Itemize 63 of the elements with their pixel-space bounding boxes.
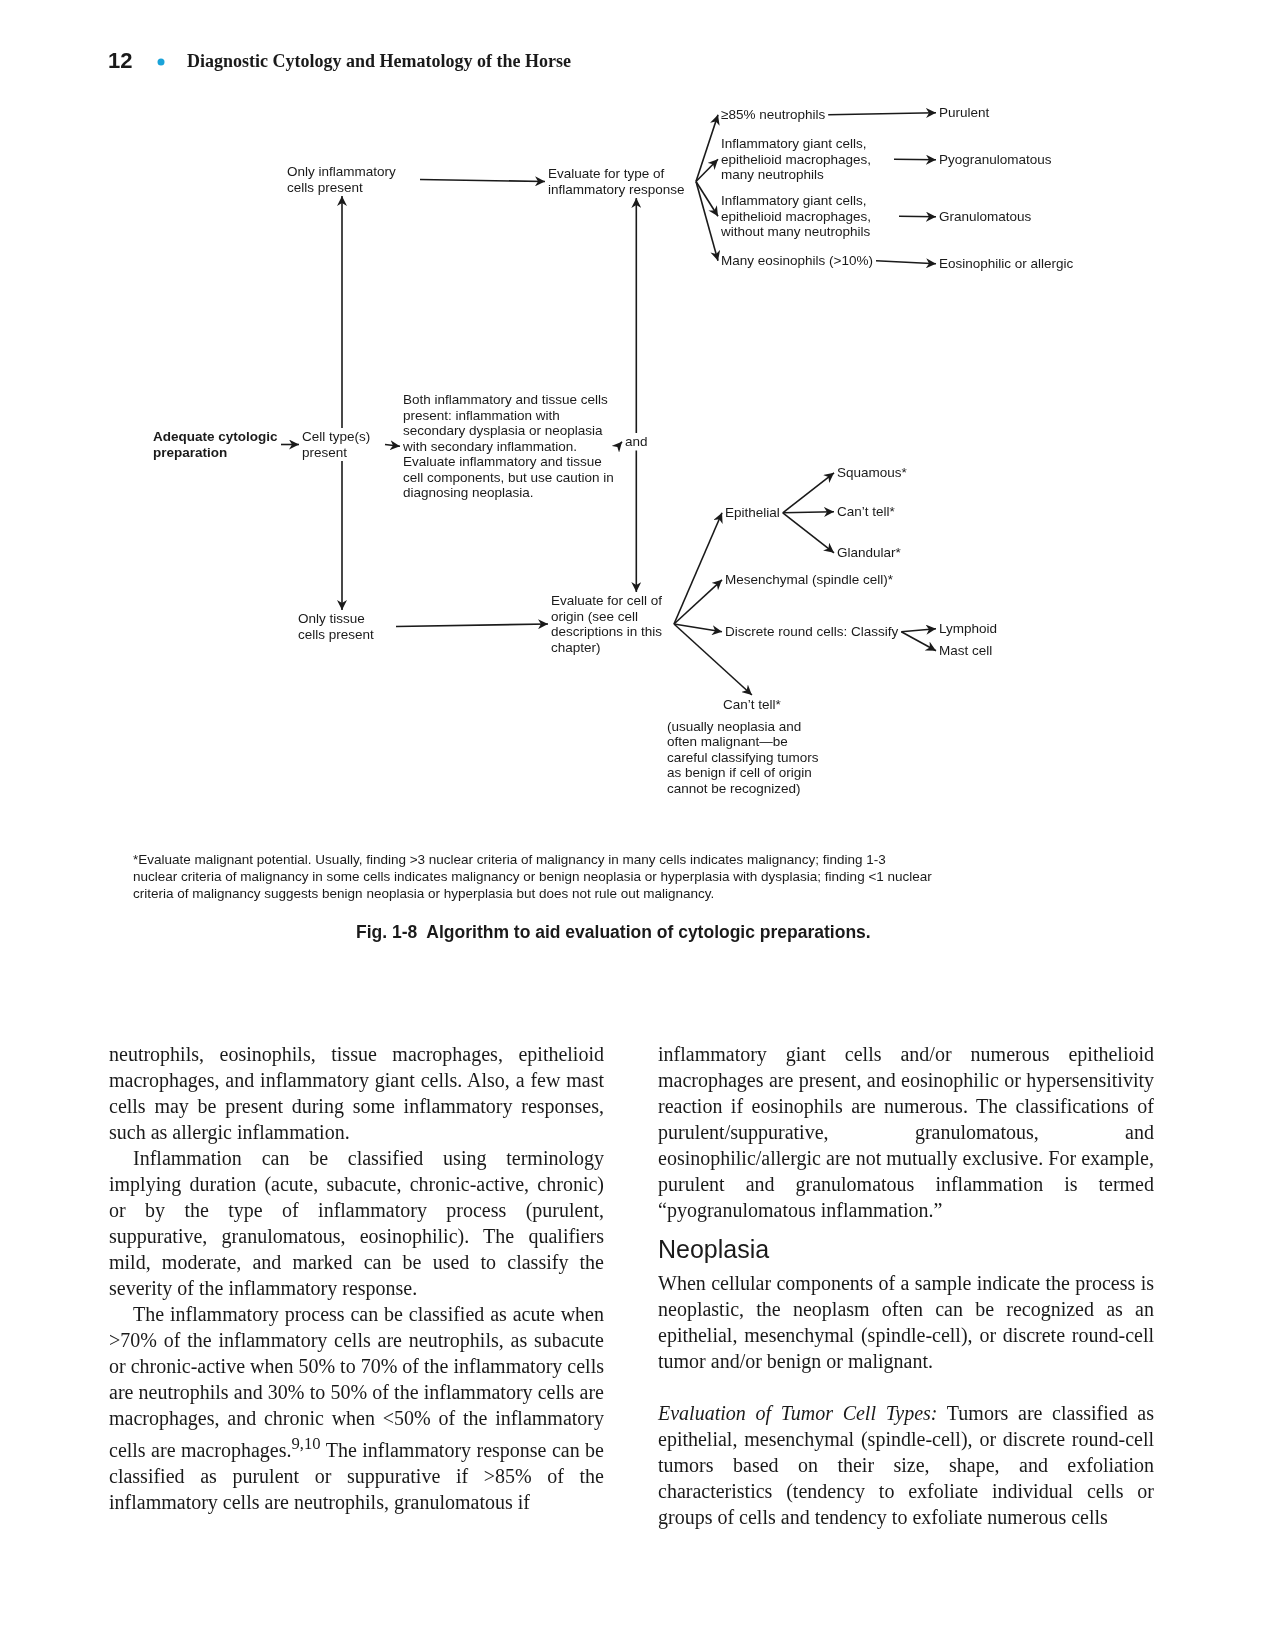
flow-text: Pyogranulomatous	[936, 151, 1055, 169]
flow-text: Cell type(s) present	[299, 428, 385, 461]
arrow	[395, 619, 549, 630]
flow-text: Epithelial	[722, 504, 783, 522]
flow-text: Inflammatory giant cells, epithelioid macrophages, many neutrophils	[718, 135, 894, 184]
flow-text: Can’t tell*	[722, 696, 782, 714]
body-paragraph: The inflammatory process can be classified as acute when >70% of the inflammatory cells are neutrophils, as subacute or chronic-active when 50% to 70% of the inflammatory cells are neutrophils and 30% to 50% of the inflammatory cells are macrophages, and chronic when <50% of the inflammatory cells are macrophages.$^{9,10}$ The inflammatory response can be classified as purulent or suppurative if >85% of the inflammatory cells are neutrophils, granulomatous if	[109, 1302, 604, 1515]
flow-text: Granulomatous	[936, 208, 1035, 226]
arrow	[280, 439, 300, 450]
arrow	[695, 180, 721, 262]
footnote: *Evaluate malignant potential. Usually, finding >3 nuclear criteria of malignancy in many cells indicates malignancy; finding 1-3 nuclear criteria of malignancy in some cells indicates malignancy or benign neoplasia or hyperplasia with dysplasia; finding <1 nuclear criteria of malignancy suggests benign neoplasia or hyperplasia but does not rule out malignancy.	[133, 851, 933, 902]
arrow	[695, 114, 720, 183]
flow-text: Only inflammatory cells present	[284, 163, 420, 196]
flow-text: Purulent	[936, 104, 993, 122]
arrow	[673, 512, 723, 625]
arrow	[898, 211, 937, 222]
arrow	[893, 154, 937, 165]
flow-text: Adequate cytologic preparation	[150, 428, 281, 461]
arrow	[673, 579, 723, 625]
flow-text: Discrete round cells: Classify	[722, 623, 902, 641]
arrow	[782, 507, 835, 517]
arrow	[337, 195, 347, 429]
arrow	[900, 624, 937, 635]
running-head: Diagnostic Cytology and Hematology of the Horse	[187, 51, 571, 72]
flow-text: Lymphoid	[936, 620, 1001, 638]
arrow	[827, 108, 937, 118]
flow-text: and	[622, 433, 651, 451]
arrow	[611, 441, 623, 453]
flow-text: Can’t tell*	[834, 503, 898, 521]
arrow	[337, 460, 347, 611]
arrow	[631, 197, 642, 434]
flow-text: Eosinophilic or allergic	[936, 255, 1077, 273]
arrow	[673, 623, 723, 636]
body-paragraph: When cellular components of a sample indicate the process is neoplastic, the neoplasm often can be recognized as an epithelial, mesenchymal (spindle-cell), or discrete round-cell tumor and/or benign or malignant.	[658, 1271, 1154, 1374]
flow-text: Both inflammatory and tissue cells present: inflammation with secondary dysplasia or neoplasia with secondary inflammation. Evaluate inflammatory and tissue cell components, but use caution in diagnosing neoplasia.	[400, 391, 618, 502]
body-paragraph: Evaluation of Tumor Cell Types: Tumors are classified as epithelial, mesenchymal (spindle-cell), or discrete round-cell tumors based on their size, shape, and exfoliation characteristics (tendency to exfoliate individual cells or groups of cells and tendency to exfoliate numerous cells	[658, 1401, 1154, 1530]
flow-text: Evaluate for cell of origin (see cell descriptions in this chapter)	[548, 592, 674, 656]
arrow	[782, 512, 835, 554]
flow-text: Only tissue cells present	[295, 610, 396, 643]
flow-text: Mesenchymal (spindle cell)*	[722, 571, 897, 589]
flow-text: Inflammatory giant cells, epithelioid macrophages, without many neutrophils	[718, 192, 899, 241]
arrow	[900, 631, 937, 652]
arrow	[875, 258, 937, 269]
arrow	[631, 449, 642, 593]
arrow	[695, 180, 719, 218]
flow-text: Evaluate for type of inflammatory response	[545, 165, 696, 198]
note-text: (usually neoplasia and often malignant—be careful classifying tumors as benign if cell of origin cannot be recognized)	[666, 717, 820, 797]
body-paragraph: neutrophils, eosinophils, tissue macrophages, epithelioid macrophages, and inflammatory giant cells. Also, a few mast cells may be present during some inflammatory responses, such as allergic inflammation.	[109, 1042, 604, 1145]
flow-text: ≥85% neutrophils	[718, 106, 829, 124]
arrow	[384, 440, 401, 451]
figure-caption: Fig. 1-8 Algorithm to aid evaluation of cytologic preparations.	[356, 922, 871, 943]
flow-text: Squamous*	[834, 464, 910, 482]
body-paragraph: inflammatory giant cells and/or numerous epithelioid macrophages are present, and eosinophilic or hypersensitivity reaction if eosinophils are numerous. The classifications of purulent/suppurative, granulomatous, and eosinophilic/allergic are not mutually exclusive. For example, purulent and granulomatous inflammation is termed “pyogranulomatous inflammation.”	[658, 1042, 1154, 1223]
flow-text: Glandular*	[834, 544, 904, 562]
flow-text: Mast cell	[936, 642, 996, 660]
section-heading: Neoplasia	[658, 1235, 771, 1264]
arrow	[695, 158, 719, 183]
arrow	[419, 176, 546, 187]
arrow	[782, 472, 835, 514]
arrow	[673, 623, 753, 696]
flow-text: Many eosinophils (>10%)	[718, 252, 876, 270]
body-paragraph: Inflammation can be classified using terminology implying duration (acute, subacute, chronic-active, chronic) or by the type of inflammatory process (purulent, suppurative, granulomatous, eosinophilic). The qualifiers mild, moderate, and marked can be used to classify the severity of the inflammatory response.	[109, 1146, 604, 1301]
page-number: 12	[108, 48, 133, 74]
